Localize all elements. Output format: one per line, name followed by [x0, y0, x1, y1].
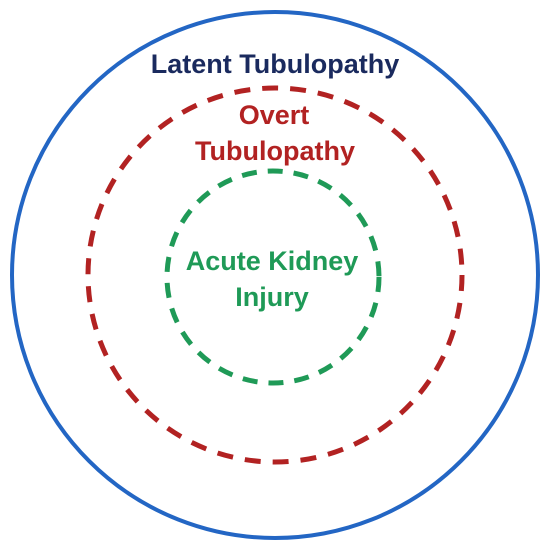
overt-label: Overt	[239, 100, 310, 130]
overt-tubulopathy-circle	[85, 85, 465, 465]
injury-label: Injury	[235, 282, 309, 312]
latent-tubulopathy-circle	[10, 10, 540, 540]
latent-tubulopathy-label: Latent Tubulopathy	[151, 49, 399, 79]
acute-kidney-label: Acute Kidney	[186, 246, 359, 276]
tubulopathy-label: Tubulopathy	[195, 136, 355, 166]
acute-kidney-injury-circle	[164, 168, 382, 386]
